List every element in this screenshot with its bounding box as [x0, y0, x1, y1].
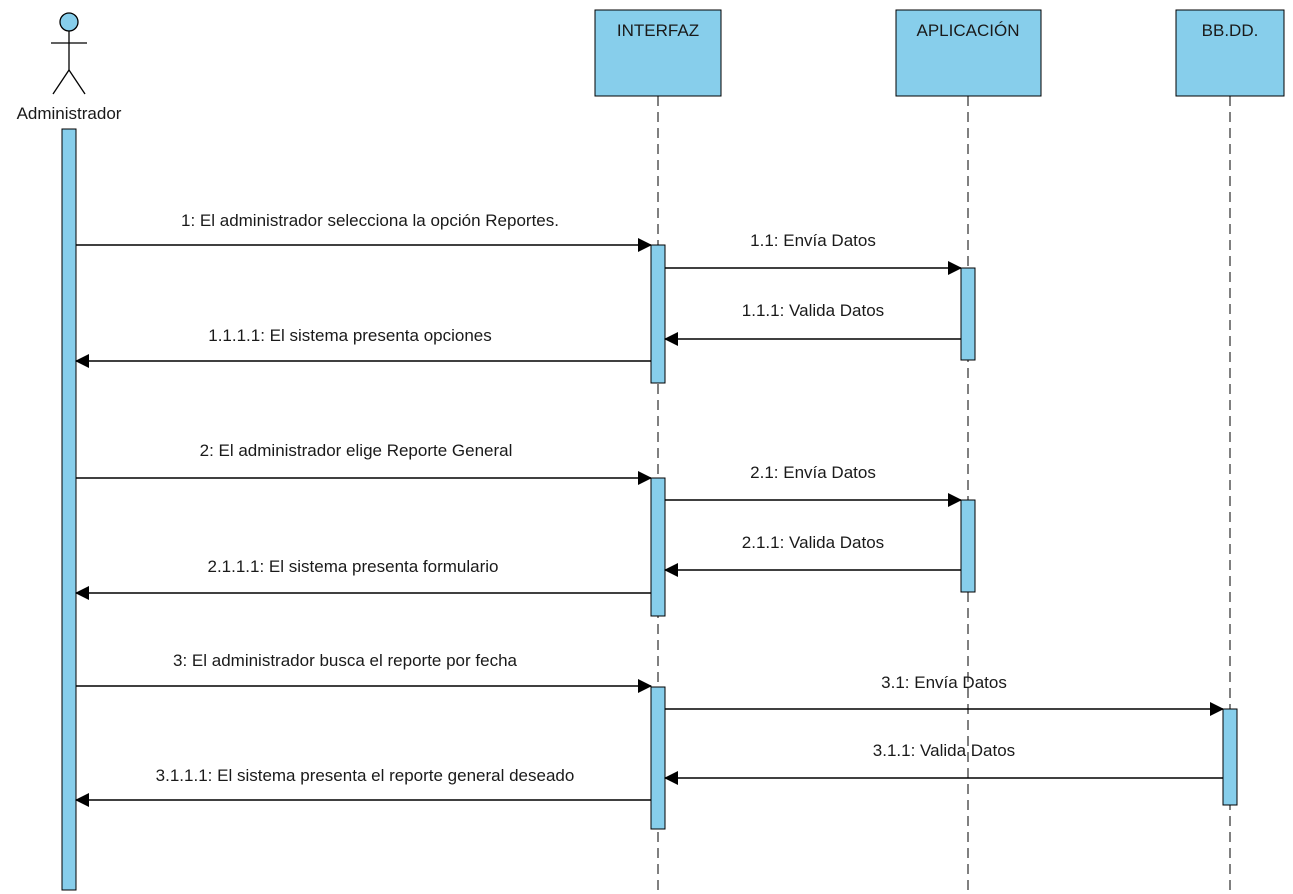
- message-3-1-1-1: 3.1.1.1: El sistema presenta el reporte …: [75, 766, 651, 807]
- message-2-1-1-1: 2.1.1.1: El sistema presenta formulario: [75, 557, 651, 600]
- message-1-1: 1.1: Envía Datos: [665, 231, 962, 275]
- message-3-1-1: 3.1.1: Valida Datos: [664, 741, 1223, 785]
- message-label: 2.1: Envía Datos: [750, 463, 876, 482]
- message-label: 3: El administrador busca el reporte por…: [173, 651, 518, 670]
- lifeline-box: [895, 9, 1042, 97]
- message-2-1-1: 2.1.1: Valida Datos: [664, 533, 961, 577]
- message-3-1: 3.1: Envía Datos: [665, 673, 1224, 716]
- activation-bar-interfaz-3: [650, 686, 666, 830]
- lifeline-box: [1175, 9, 1285, 97]
- message-label: 3.1.1.1: El sistema presenta el reporte …: [156, 766, 575, 785]
- activation-bar-aplicacion-1: [960, 267, 976, 361]
- message-2-1: 2.1: Envía Datos: [665, 463, 962, 507]
- lifeline-label: BB.DD.: [1202, 21, 1259, 40]
- message-label: 3.1: Envía Datos: [881, 673, 1007, 692]
- message-label: 2: El administrador elige Reporte Genera…: [200, 441, 513, 460]
- activation-bar-interfaz-2: [650, 477, 666, 617]
- lifeline-label: INTERFAZ: [617, 21, 699, 40]
- message-label: 1: El administrador selecciona la opción…: [181, 211, 559, 230]
- actor-label: Administrador: [17, 104, 122, 123]
- message-label: 1.1.1.1: El sistema presenta opciones: [208, 326, 492, 345]
- message-1: 1: El administrador selecciona la opción…: [76, 211, 652, 252]
- lifeline-label: APLICACIÓN: [917, 21, 1020, 40]
- message-label: 2.1.1: Valida Datos: [742, 533, 884, 552]
- message-1-1-1-1: 1.1.1.1: El sistema presenta opciones: [75, 326, 651, 368]
- message-label: 3.1.1: Valida Datos: [873, 741, 1015, 760]
- actor-administrador: Administrador: [17, 12, 122, 891]
- lifeline-aplicacion: APLICACIÓN: [895, 9, 1042, 894]
- message-label: 1.1: Envía Datos: [750, 231, 876, 250]
- activation-bar-interfaz-1: [650, 244, 666, 384]
- message-label: 2.1.1.1: El sistema presenta formulario: [207, 557, 498, 576]
- actor-activation-bar: [61, 128, 77, 891]
- message-3: 3: El administrador busca el reporte por…: [76, 651, 652, 693]
- message-label: 1.1.1: Valida Datos: [742, 301, 884, 320]
- activation-bar-aplicacion-2: [960, 499, 976, 593]
- message-2: 2: El administrador elige Reporte Genera…: [76, 441, 652, 485]
- activation-bar-bbdd-1: [1222, 708, 1238, 806]
- stick-figure-icon: [51, 12, 87, 95]
- lifeline-box: [594, 9, 722, 97]
- message-1-1-1: 1.1.1: Valida Datos: [664, 301, 961, 346]
